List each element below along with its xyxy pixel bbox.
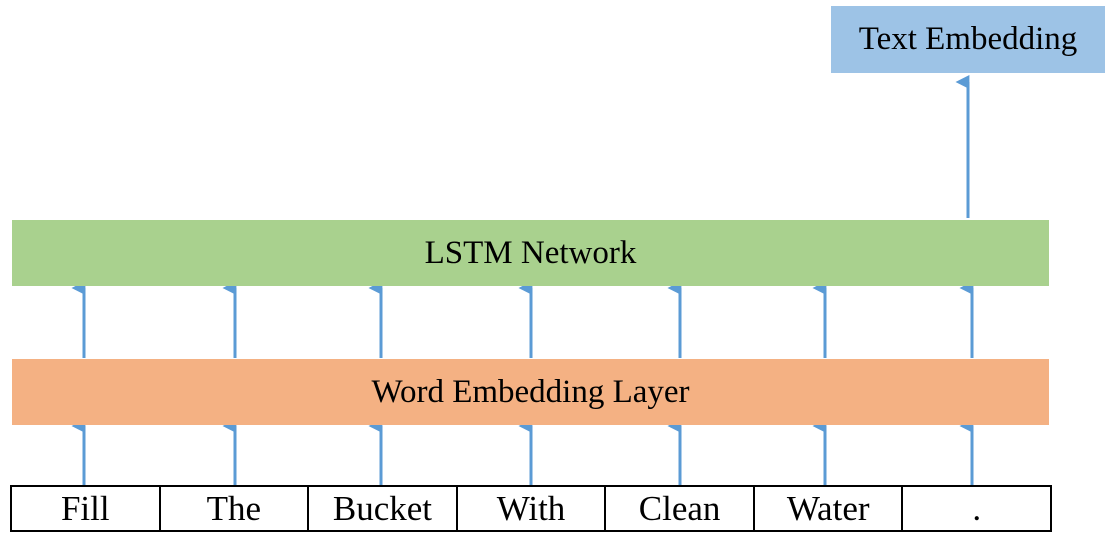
token-cell: With	[458, 487, 607, 530]
token-cell: Bucket	[309, 487, 458, 530]
token-cell: Fill	[12, 487, 161, 530]
text-embedding-label: Text Embedding	[858, 21, 1078, 57]
token-label: Fill	[60, 488, 110, 528]
token-cell: The	[161, 487, 310, 530]
token-cell: Water	[755, 487, 904, 530]
token-label: The	[206, 488, 262, 528]
token-label: .	[972, 488, 982, 528]
token-label: Bucket	[332, 488, 433, 528]
input-token-row: Fill The Bucket With Clean Water .	[10, 485, 1052, 532]
token-label: Water	[786, 488, 870, 528]
word-embedding-layer-box: Word Embedding Layer	[12, 359, 1049, 425]
text-embedding-box: Text Embedding	[831, 6, 1105, 73]
token-label: With	[496, 488, 566, 528]
token-label: Clean	[638, 488, 721, 528]
lstm-network-label: LSTM Network	[424, 234, 637, 271]
word-embedding-layer-label: Word Embedding Layer	[371, 373, 690, 410]
token-cell: Clean	[606, 487, 755, 530]
token-cell: .	[903, 487, 1050, 530]
lstm-network-box: LSTM Network	[12, 220, 1049, 286]
